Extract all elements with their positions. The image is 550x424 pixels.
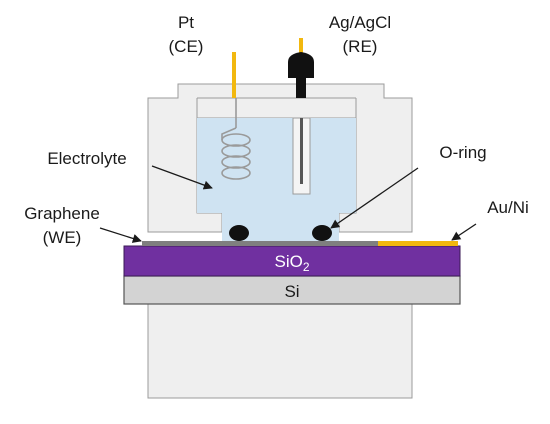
cell-lid-rim — [196, 97, 357, 118]
sio2-layer — [123, 245, 461, 277]
coil-electrode-icon — [221, 98, 251, 180]
o-ring-icon — [229, 225, 249, 241]
graphene-arrow — [99, 227, 142, 243]
support-block — [147, 299, 413, 399]
electrolyte-fill — [197, 118, 356, 241]
au-ni-contact — [378, 241, 458, 246]
pt-label: Pt — [178, 13, 194, 32]
sio2-label: SiO2 — [274, 252, 309, 274]
reference-electrode-icon — [288, 38, 314, 195]
ref-re-label: (RE) — [343, 37, 378, 56]
o-ring-icon — [312, 225, 332, 241]
oring-arrow — [330, 167, 419, 229]
pt-wire-top — [232, 52, 236, 98]
graphene-we-label: (WE) — [43, 228, 82, 247]
sio2-label-main: SiO — [274, 252, 302, 271]
sio2-label-subscript: 2 — [303, 260, 310, 274]
ref-label: Ag/AgCl — [329, 13, 391, 32]
electrolyte-arrow — [151, 165, 213, 190]
si-layer — [123, 275, 461, 305]
pt-ce-label: (CE) — [169, 37, 204, 56]
auni-arrow — [451, 223, 477, 241]
graphene-layer — [142, 241, 378, 246]
si-label: Si — [284, 282, 299, 301]
oring-label: O-ring — [439, 143, 486, 162]
electrolyte-label: Electrolyte — [47, 149, 126, 168]
graphene-label: Graphene — [24, 204, 100, 223]
auni-label: Au/Ni — [487, 198, 529, 217]
